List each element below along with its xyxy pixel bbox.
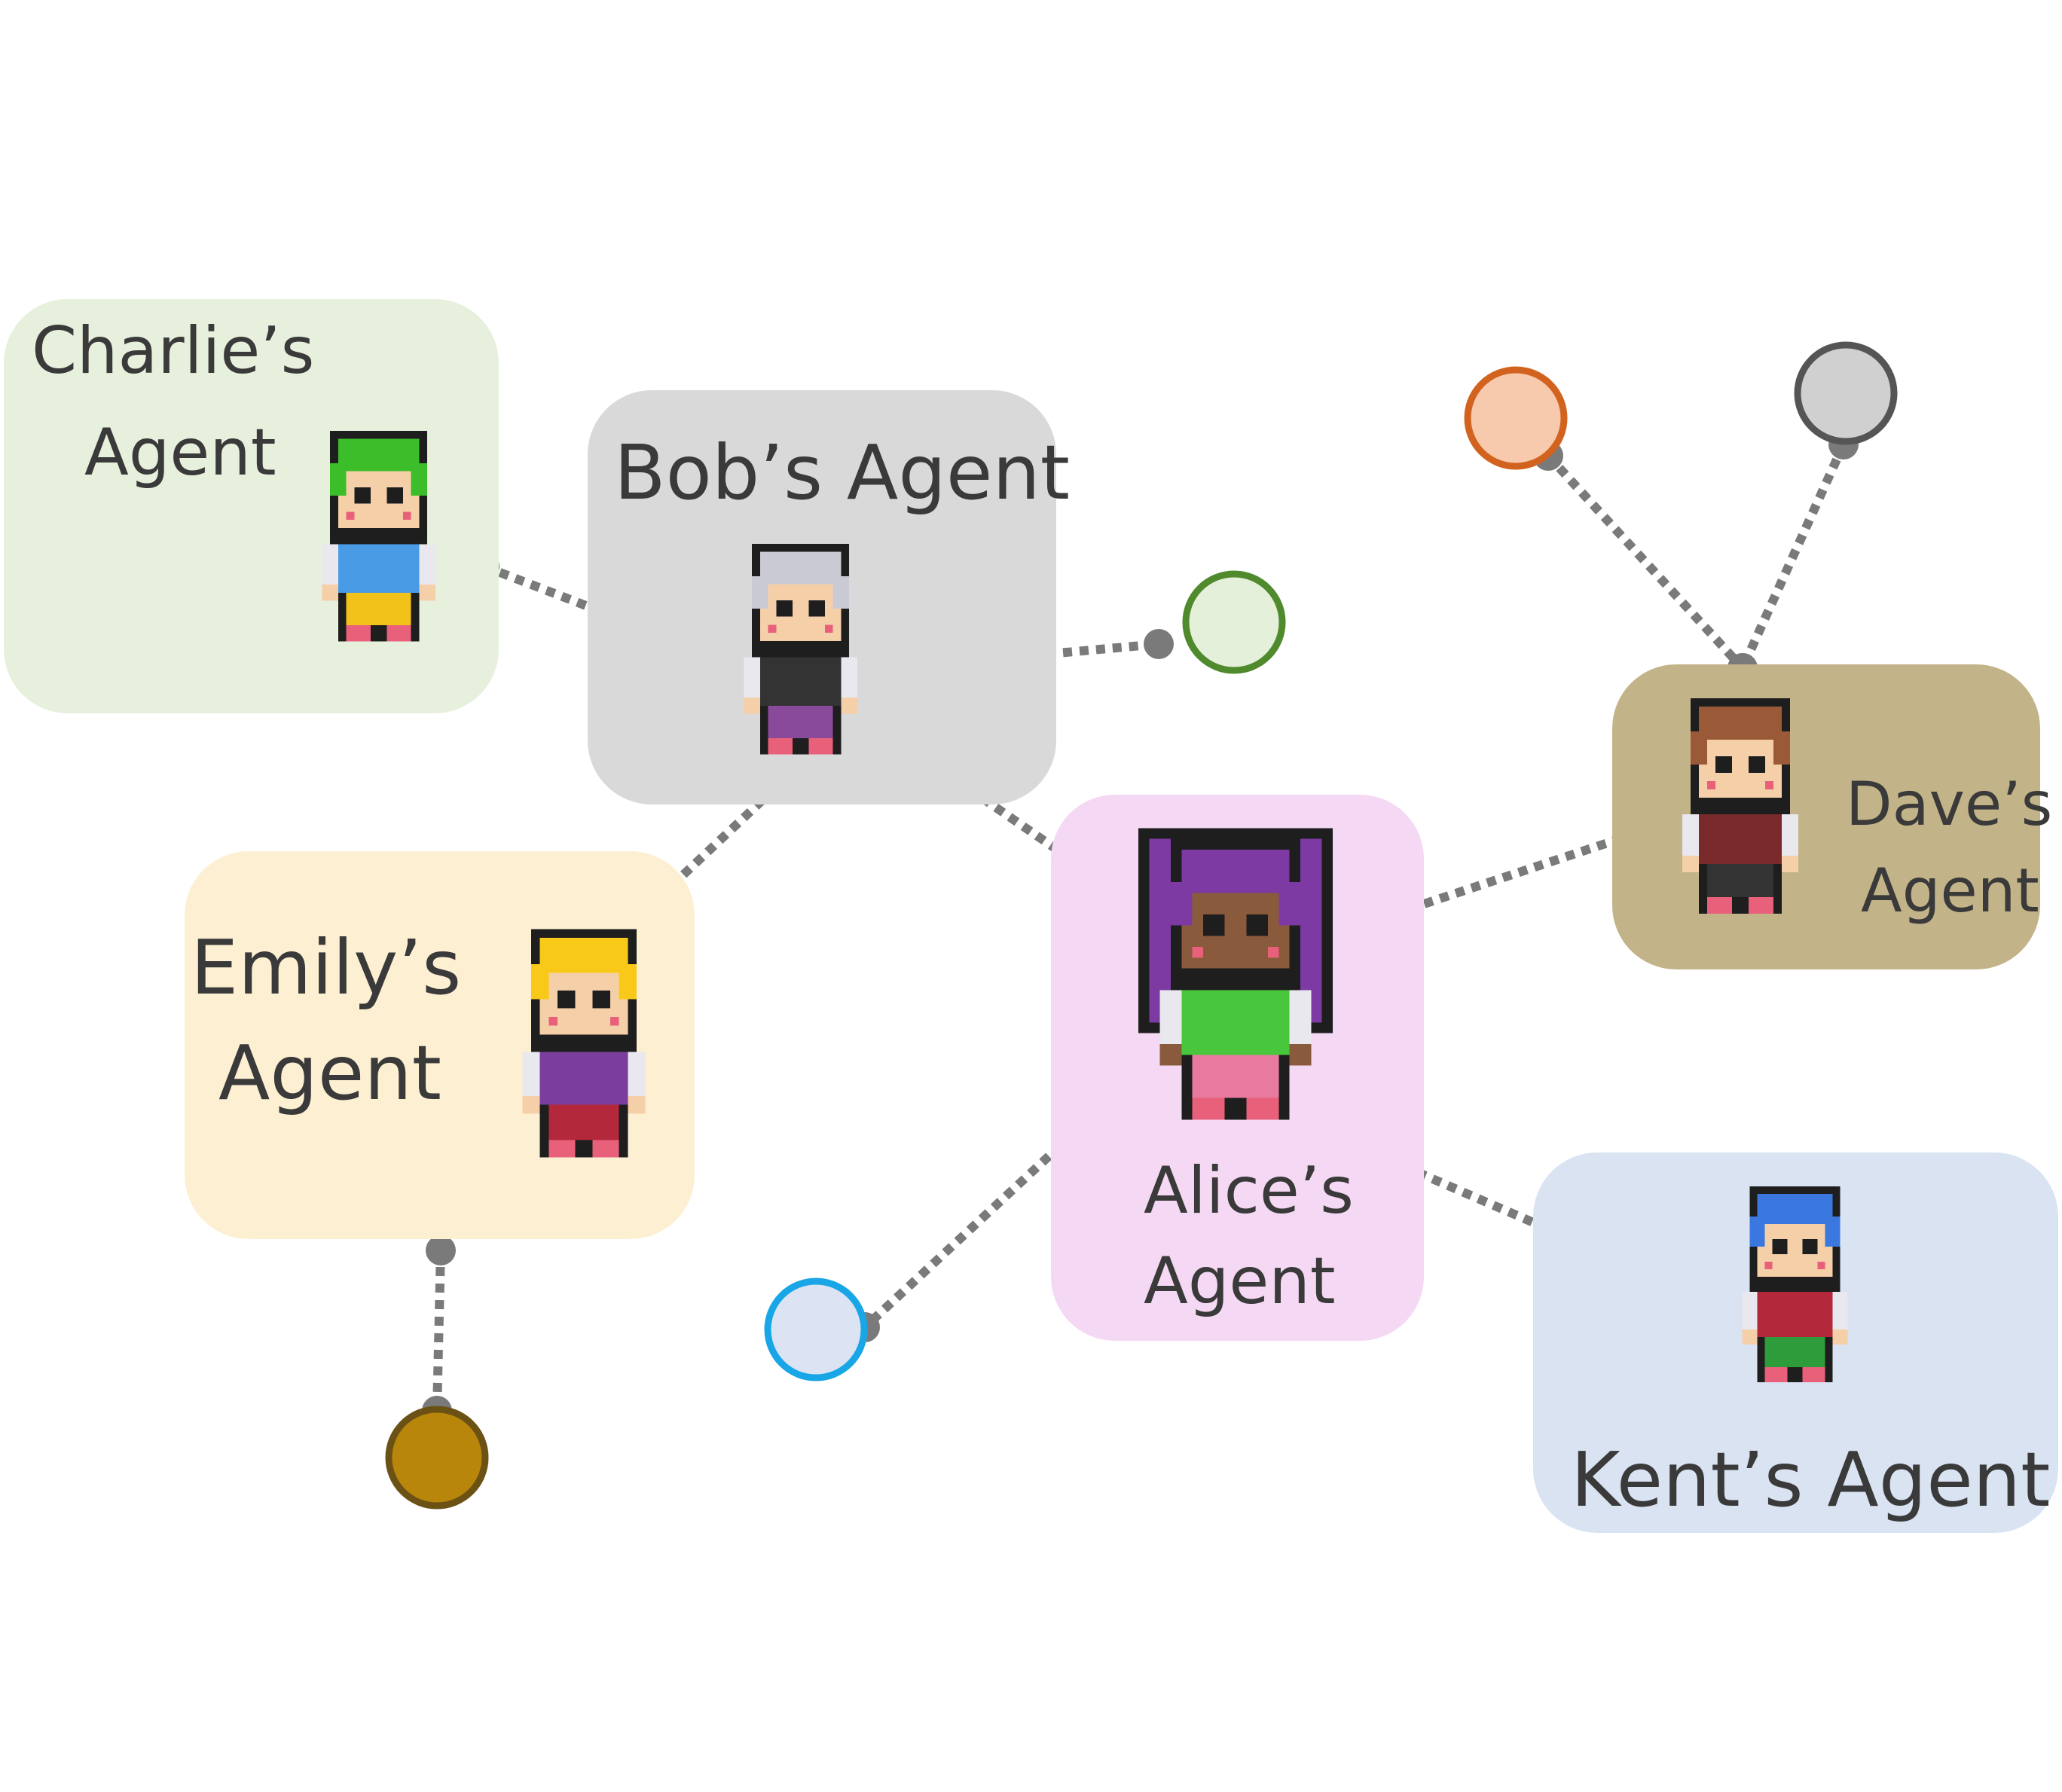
bob-avatar-icon: [744, 543, 857, 755]
alice-agent-label-line1: Alice’s: [1144, 1153, 1354, 1229]
node-blue: [764, 1278, 868, 1381]
node-gray: [1794, 341, 1898, 445]
link-emily-gold: [432, 1250, 445, 1412]
emily-avatar-icon: [522, 929, 646, 1158]
dave-agent-label-line1: Dave’s: [1846, 769, 2053, 839]
link-orange-dave: [1544, 452, 1746, 672]
kent-agent-label: Kent’s Agent: [1571, 1436, 2051, 1524]
node-orange: [1464, 366, 1568, 470]
emily-agent-label-line1: Emily’s: [191, 923, 462, 1012]
alice-agent-label-line2: Agent: [1144, 1244, 1336, 1319]
emily-agent-label-line2: Agent: [218, 1029, 441, 1117]
bob-agent-label: Bob’s Agent: [614, 429, 1070, 517]
link-alice-blue: [861, 1073, 1138, 1331]
charlie-avatar-icon: [322, 430, 435, 642]
charlie-agent-label-line1: Charlie’s: [32, 313, 315, 389]
link-gray-dave: [1738, 442, 1848, 670]
link-endpoint-dot: [1144, 629, 1174, 659]
alice-avatar-icon: [1138, 828, 1333, 1120]
node-gold: [385, 1406, 489, 1510]
dave-agent-label-line2: Agent: [1861, 856, 2039, 926]
charlie-agent-label-line2: Agent: [84, 415, 276, 490]
kent-avatar-icon: [1742, 1186, 1848, 1382]
link-charlie-bob: [482, 562, 701, 654]
node-green: [1182, 570, 1286, 674]
link-endpoint-dot: [426, 1235, 456, 1265]
dave-avatar-icon: [1682, 698, 1798, 914]
